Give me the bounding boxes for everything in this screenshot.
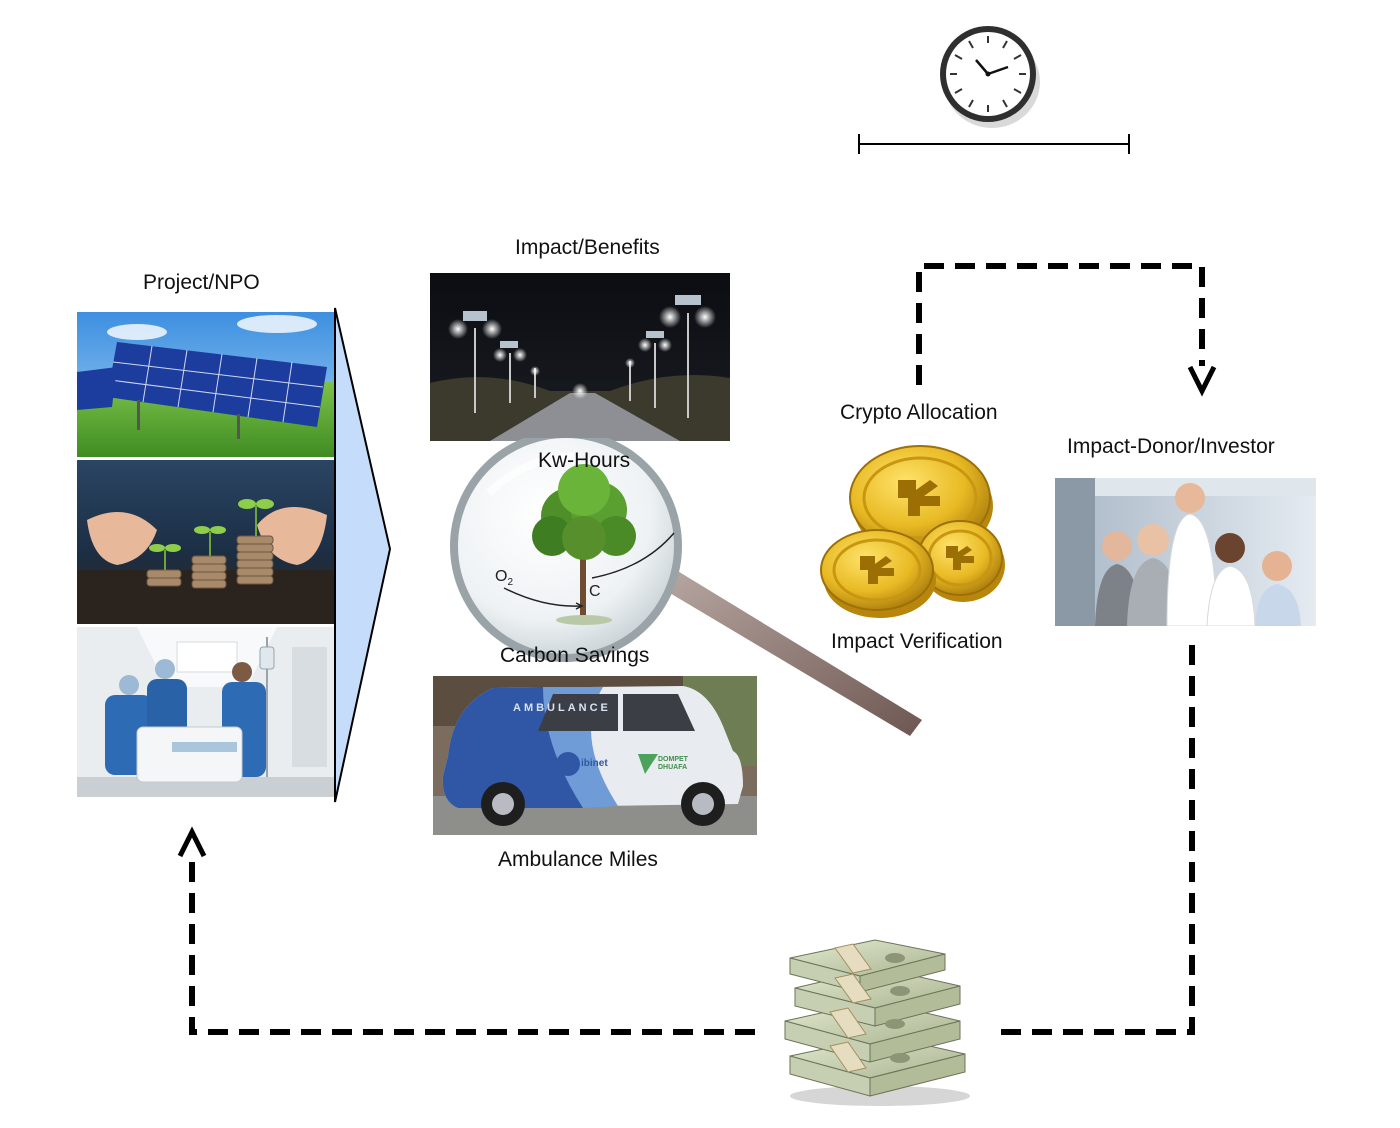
kw-hours-label: Kw-Hours bbox=[538, 449, 631, 472]
ambulance-miles-label: Ambulance Miles bbox=[498, 848, 658, 871]
ambulance-logo-ibinet: ibinet bbox=[581, 758, 608, 769]
donor-investor-group-image bbox=[1055, 478, 1316, 626]
magnifying-glass-icon bbox=[444, 438, 934, 738]
solar-street-lights-image bbox=[430, 273, 730, 441]
money-stack-icon bbox=[775, 936, 975, 1108]
ambulance-logo-dompet-dhuafa: DOMPET DHUAFA bbox=[658, 756, 688, 771]
process-arrow-panel bbox=[334, 306, 394, 804]
oxygen-annotation: O2 bbox=[495, 568, 514, 589]
carbon-annotation: C bbox=[589, 583, 601, 600]
impact-verification-label: Impact Verification bbox=[831, 630, 1003, 653]
impact-benefits-label: Impact/Benefits bbox=[515, 236, 660, 259]
donor-to-money-line bbox=[990, 645, 1195, 1035]
allocation-to-donor-line bbox=[916, 263, 1205, 385]
ambulance-image: AMBULANCE ibinet DOMPET DHUAFA bbox=[433, 676, 757, 835]
project-npo-label: Project/NPO bbox=[143, 271, 260, 294]
clock-icon bbox=[936, 22, 1044, 130]
ambulance-roof-text: AMBULANCE bbox=[513, 702, 611, 714]
hands-coins-seedlings-image bbox=[77, 460, 335, 624]
crypto-allocation-label: Crypto Allocation bbox=[840, 401, 998, 424]
crypto-coins-icon bbox=[820, 440, 1010, 618]
arrowhead-down-icon bbox=[1187, 365, 1217, 397]
hospital-staff-image bbox=[77, 627, 335, 797]
arrowhead-up-icon bbox=[177, 826, 207, 858]
impact-donor-investor-label: Impact-Donor/Investor bbox=[1067, 435, 1275, 458]
money-to-project-line bbox=[189, 860, 755, 1035]
solar-panels-image bbox=[77, 312, 335, 457]
carbon-savings-label: Carbon Savings bbox=[500, 644, 650, 667]
timeline-bar bbox=[856, 132, 1132, 156]
